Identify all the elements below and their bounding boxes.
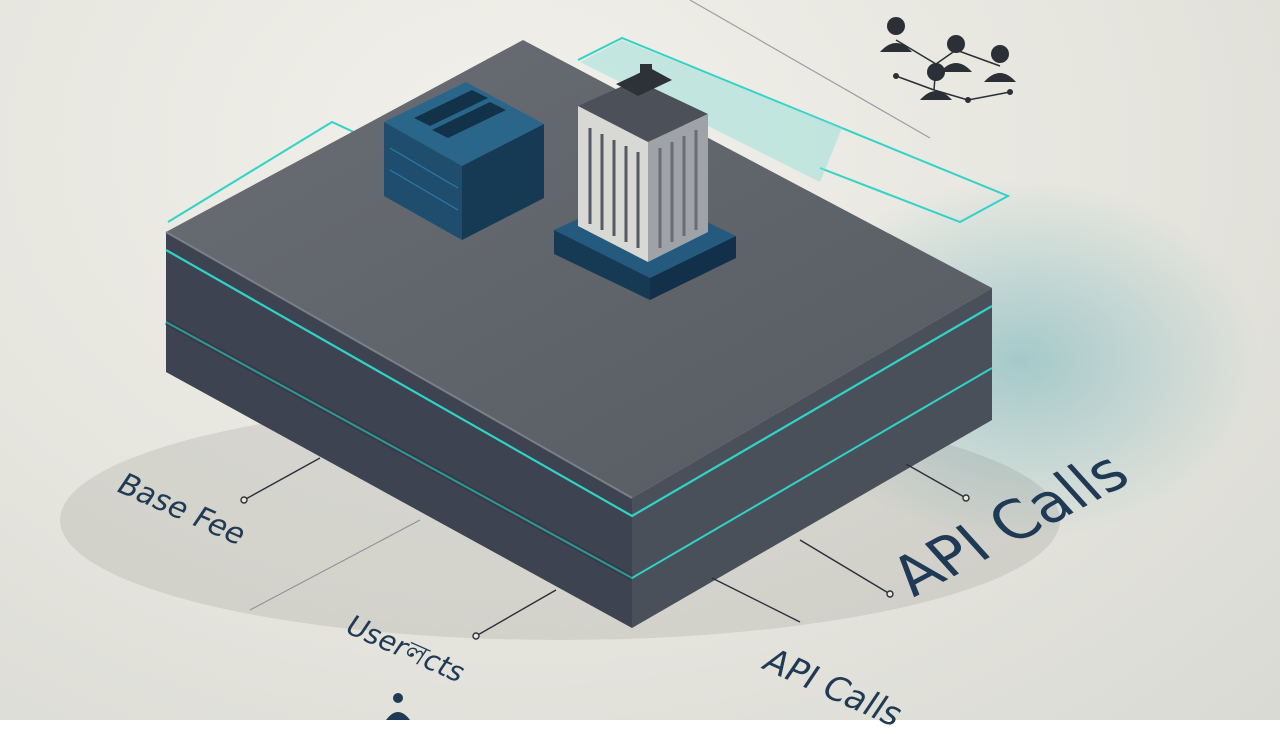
teal-frame-left — [167, 120, 359, 223]
accent-line-top — [165, 249, 993, 518]
platform-top — [166, 40, 992, 498]
platform-front-left — [166, 232, 632, 628]
platform — [164, 40, 993, 628]
label-leader-lines — [240, 457, 970, 640]
office-building-icon — [578, 64, 708, 262]
server-block-icon — [384, 82, 544, 240]
person-icon — [386, 693, 410, 720]
accent-line-middle — [165, 321, 993, 580]
teal-frame-back — [577, 36, 1011, 224]
background-guide-lines — [249, 0, 931, 611]
platform-front-right — [632, 288, 992, 628]
people-network-icon — [880, 17, 1016, 103]
